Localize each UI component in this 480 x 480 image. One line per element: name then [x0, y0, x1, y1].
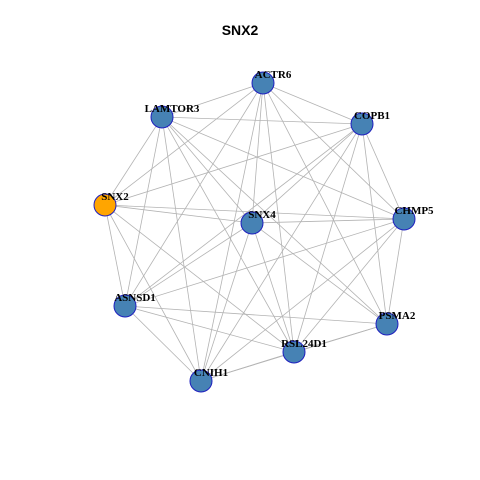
- edge-snx2-snx4: [104, 204, 253, 224]
- edge-lamtor3-snx2: [104, 116, 163, 206]
- edge-actr6-snx4: [251, 82, 264, 224]
- node-label-psma2: PSMA2: [379, 310, 416, 322]
- node-label-snx4: SNX4: [248, 209, 276, 221]
- node-psma2[interactable]: [375, 312, 399, 336]
- edge-snx4-asnsd1: [124, 222, 253, 307]
- node-snx4[interactable]: [240, 211, 264, 235]
- node-label-snx2: SNX2: [101, 191, 129, 203]
- edge-copb1-asnsd1: [124, 123, 363, 307]
- node-lamtor3[interactable]: [150, 105, 174, 129]
- edge-actr6-lamtor3: [161, 82, 264, 118]
- node-label-actr6: ACTR6: [255, 69, 292, 81]
- edge-snx2-cnih1: [104, 204, 202, 382]
- edge-asnsd1-rsl24d1: [124, 305, 295, 353]
- node-layer: [93, 71, 416, 393]
- node-snx2[interactable]: [93, 193, 117, 217]
- edge-lamtor3-snx4: [161, 116, 253, 224]
- edge-copb1-psma2: [361, 123, 388, 325]
- node-copb1[interactable]: [350, 112, 374, 136]
- graph-title: SNX2: [221, 22, 259, 38]
- edge-rsl24d1-cnih1: [200, 351, 295, 382]
- node-rsl24d1[interactable]: [282, 340, 306, 364]
- node-label-cnih1: CNIH1: [194, 367, 228, 379]
- edge-lamtor3-cnih1: [161, 116, 202, 382]
- edge-actr6-snx2: [104, 82, 264, 206]
- edge-snx4-cnih1: [200, 222, 253, 382]
- edge-actr6-rsl24d1: [262, 82, 295, 353]
- edge-chmp5-cnih1: [200, 218, 405, 382]
- edge-lamtor3-rsl24d1: [161, 116, 295, 353]
- edge-chmp5-rsl24d1: [293, 218, 405, 353]
- node-cnih1[interactable]: [189, 369, 213, 393]
- node-label-asnsd1: ASNSD1: [114, 292, 156, 304]
- node-asnsd1[interactable]: [113, 294, 137, 318]
- edge-actr6-copb1: [262, 82, 363, 125]
- edge-copb1-chmp5: [361, 123, 405, 220]
- edge-snx2-asnsd1: [104, 204, 126, 307]
- edge-actr6-asnsd1: [124, 82, 264, 307]
- edge-lamtor3-asnsd1: [124, 116, 163, 307]
- node-actr6[interactable]: [251, 71, 275, 95]
- edge-chmp5-asnsd1: [124, 218, 405, 307]
- edge-copb1-cnih1: [200, 123, 363, 382]
- node-chmp5[interactable]: [392, 207, 416, 231]
- edge-snx4-rsl24d1: [251, 222, 295, 353]
- edge-actr6-chmp5: [262, 82, 405, 220]
- edge-lamtor3-chmp5: [161, 116, 405, 220]
- edge-chmp5-psma2: [386, 218, 405, 325]
- edge-asnsd1-cnih1: [124, 305, 202, 382]
- edge-layer: [104, 82, 405, 382]
- edge-lamtor3-psma2: [161, 116, 388, 325]
- edge-copb1-snx4: [251, 123, 363, 224]
- node-label-rsl24d1: RSL24D1: [281, 338, 327, 350]
- node-label-chmp5: CHMP5: [394, 205, 434, 217]
- edge-copb1-snx2: [104, 123, 363, 206]
- node-label-lamtor3: LAMTOR3: [145, 103, 200, 115]
- edge-snx2-rsl24d1: [104, 204, 295, 353]
- edge-copb1-rsl24d1: [293, 123, 363, 353]
- edge-actr6-psma2: [262, 82, 388, 325]
- edge-snx4-chmp5: [251, 218, 405, 224]
- edge-asnsd1-psma2: [124, 305, 388, 325]
- edge-lamtor3-copb1: [161, 116, 363, 125]
- edge-actr6-cnih1: [200, 82, 264, 382]
- edge-snx4-psma2: [251, 222, 388, 325]
- node-label-copb1: COPB1: [354, 110, 390, 122]
